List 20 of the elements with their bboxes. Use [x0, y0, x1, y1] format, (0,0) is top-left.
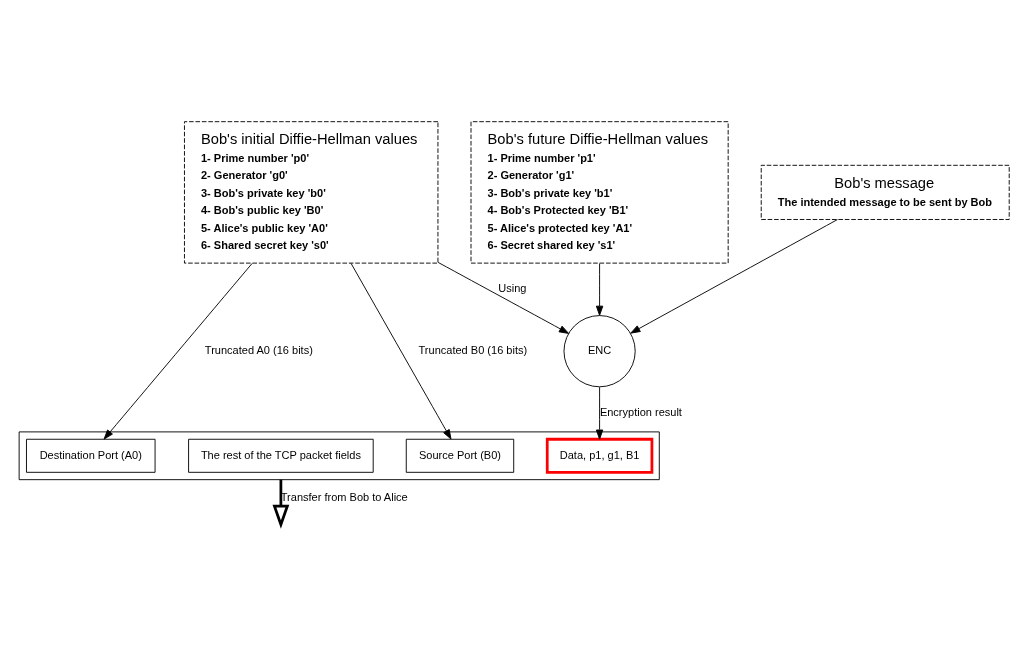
edge-label: Encryption result	[599, 405, 682, 418]
edge-label: Using	[498, 281, 527, 294]
arrow	[595, 262, 604, 316]
node-box: Source Port (B0)	[405, 438, 515, 473]
arrow	[437, 261, 570, 334]
arrow	[595, 386, 604, 440]
node-box: Bob's initial Diffie-Hellman values 1- Prime number 'p0' 2- Generator 'g0' 3- Bob's private key 'b0' 4- Bob's public key 'B0' 5- Alice's public key 'A0' 6- Shared secret key 's0'	[184, 120, 439, 264]
edge-label: Truncated B0 (16 bits)	[418, 343, 528, 356]
edge-label: Transfer from Bob to Alice	[280, 490, 408, 503]
arrow	[350, 262, 452, 439]
arrow	[630, 218, 838, 334]
node-box: Bob's message The intended message to be sent by Bob	[760, 164, 1010, 220]
arrow	[103, 262, 253, 439]
edge-label: Truncated A0 (16 bits)	[204, 343, 313, 356]
node-circle: ENC	[563, 314, 636, 387]
node-box: Bob's future Diffie-Hellman values 1- Prime number 'p1' 2- Generator 'g1' 3- Bob's private key 'b1' 4- Bob's Protected key 'B1' 5- Alice's protected key 'A1' 6- Secret shared key 's1'	[470, 120, 729, 264]
arrow	[272, 479, 290, 529]
node-box: Destination Port (A0)	[26, 438, 156, 473]
node-box: Data, p1, g1, B1	[545, 437, 654, 474]
node-box: The rest of the TCP packet fields	[188, 438, 374, 473]
